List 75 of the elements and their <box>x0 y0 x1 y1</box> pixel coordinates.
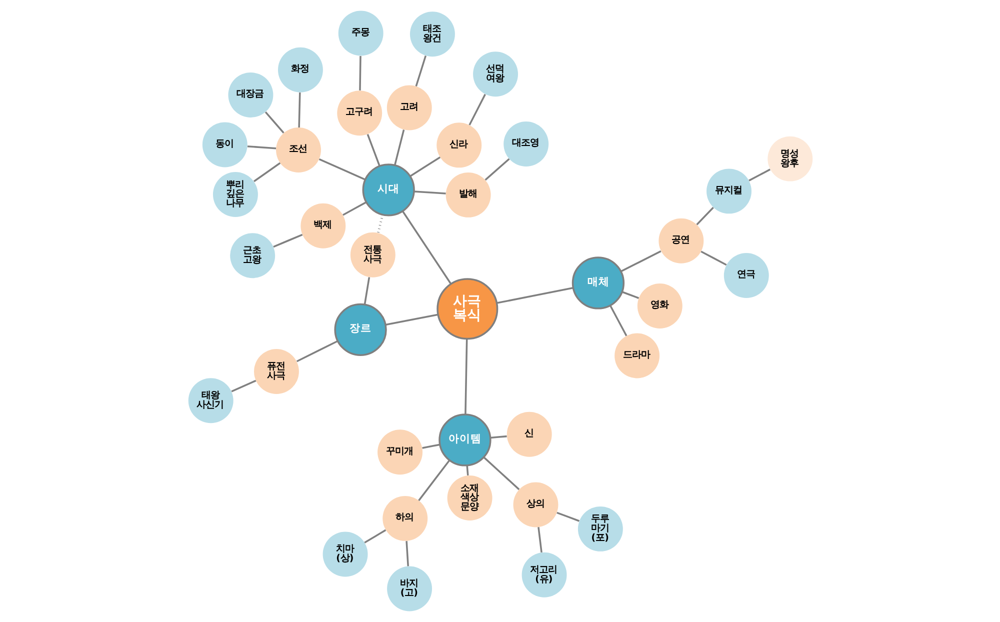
node-circle: 고려 <box>386 85 432 130</box>
connector <box>358 56 361 90</box>
connector <box>230 380 256 392</box>
node-circle: 전통 사극 <box>350 232 395 278</box>
connector <box>482 456 520 490</box>
connector <box>296 340 338 362</box>
node-circle: 고구려 <box>336 90 382 136</box>
connector <box>464 338 468 414</box>
connector <box>700 250 726 266</box>
node-circle: 소재 색상 문양 <box>446 475 492 520</box>
connector <box>363 277 370 305</box>
connector <box>496 287 573 304</box>
connector <box>696 206 714 226</box>
node-circle: 치마 (상) <box>322 532 368 577</box>
node-circle: 사극 복식 <box>436 278 498 340</box>
connector <box>318 158 366 180</box>
connector <box>620 250 661 272</box>
node-circle: 근초 고왕 <box>230 233 275 278</box>
node-circle: 퓨전 사극 <box>253 349 298 394</box>
connector <box>409 156 440 177</box>
connector <box>621 291 639 299</box>
node-circle: 주몽 <box>338 10 383 56</box>
node-circle: 매체 <box>571 256 624 310</box>
connector <box>414 56 426 87</box>
connector <box>298 92 300 128</box>
node-circle: 꾸미개 <box>377 430 422 475</box>
node-circle: 화정 <box>277 47 322 92</box>
connector <box>422 444 440 449</box>
node-circle: 영화 <box>636 284 682 329</box>
connector <box>609 305 627 336</box>
connector <box>366 134 380 166</box>
node-circle: 드라마 <box>614 333 660 378</box>
connector <box>466 465 468 476</box>
connector <box>401 210 452 284</box>
node-circle: 장르 <box>334 303 386 356</box>
node-circle: 백제 <box>300 203 346 248</box>
node-circle: 조선 <box>276 128 320 172</box>
connector <box>342 201 366 216</box>
connector <box>405 541 408 566</box>
node-circle: 발해 <box>445 172 490 218</box>
connector <box>748 168 770 182</box>
node-circle: 선덕 여왕 <box>472 52 518 97</box>
connector <box>252 162 280 182</box>
connector <box>490 435 506 439</box>
node-circle: 뮤지컬 <box>706 168 751 214</box>
node-circle: 동이 <box>202 122 247 168</box>
connector <box>418 460 450 502</box>
node-circle: 공연 <box>658 218 704 264</box>
connector <box>468 94 486 126</box>
node-circle: 저고리 (유) <box>521 552 566 598</box>
node-circle: 바지 (고) <box>386 566 432 612</box>
connector <box>272 234 302 248</box>
connector <box>364 529 386 544</box>
connector <box>413 190 446 194</box>
node-circle: 신라 <box>436 122 482 168</box>
connector <box>537 527 542 553</box>
node-circle: 태조 왕건 <box>409 12 454 57</box>
connector <box>384 314 438 326</box>
connector <box>264 111 284 134</box>
connector <box>394 130 404 166</box>
connector <box>246 145 276 150</box>
node-circle: 상의 <box>512 482 558 528</box>
node-circle: 대장금 <box>228 72 273 118</box>
connector <box>484 158 510 181</box>
node-circle: 아이템 <box>438 414 491 466</box>
node-circle: 신 <box>506 412 552 457</box>
node-circle: 태왕 사신기 <box>188 378 233 424</box>
node-circle: 뿌리 깊은 나무 <box>212 172 258 217</box>
node-circle: 연극 <box>723 253 768 298</box>
node-circle: 두루 마기 (포) <box>577 506 622 552</box>
node-circle: 시대 <box>362 164 414 216</box>
connector <box>556 512 580 522</box>
node-circle: 하의 <box>382 496 428 541</box>
node-circle: 명성 왕후 <box>767 136 812 182</box>
node-circle: 대조영 <box>503 122 548 166</box>
